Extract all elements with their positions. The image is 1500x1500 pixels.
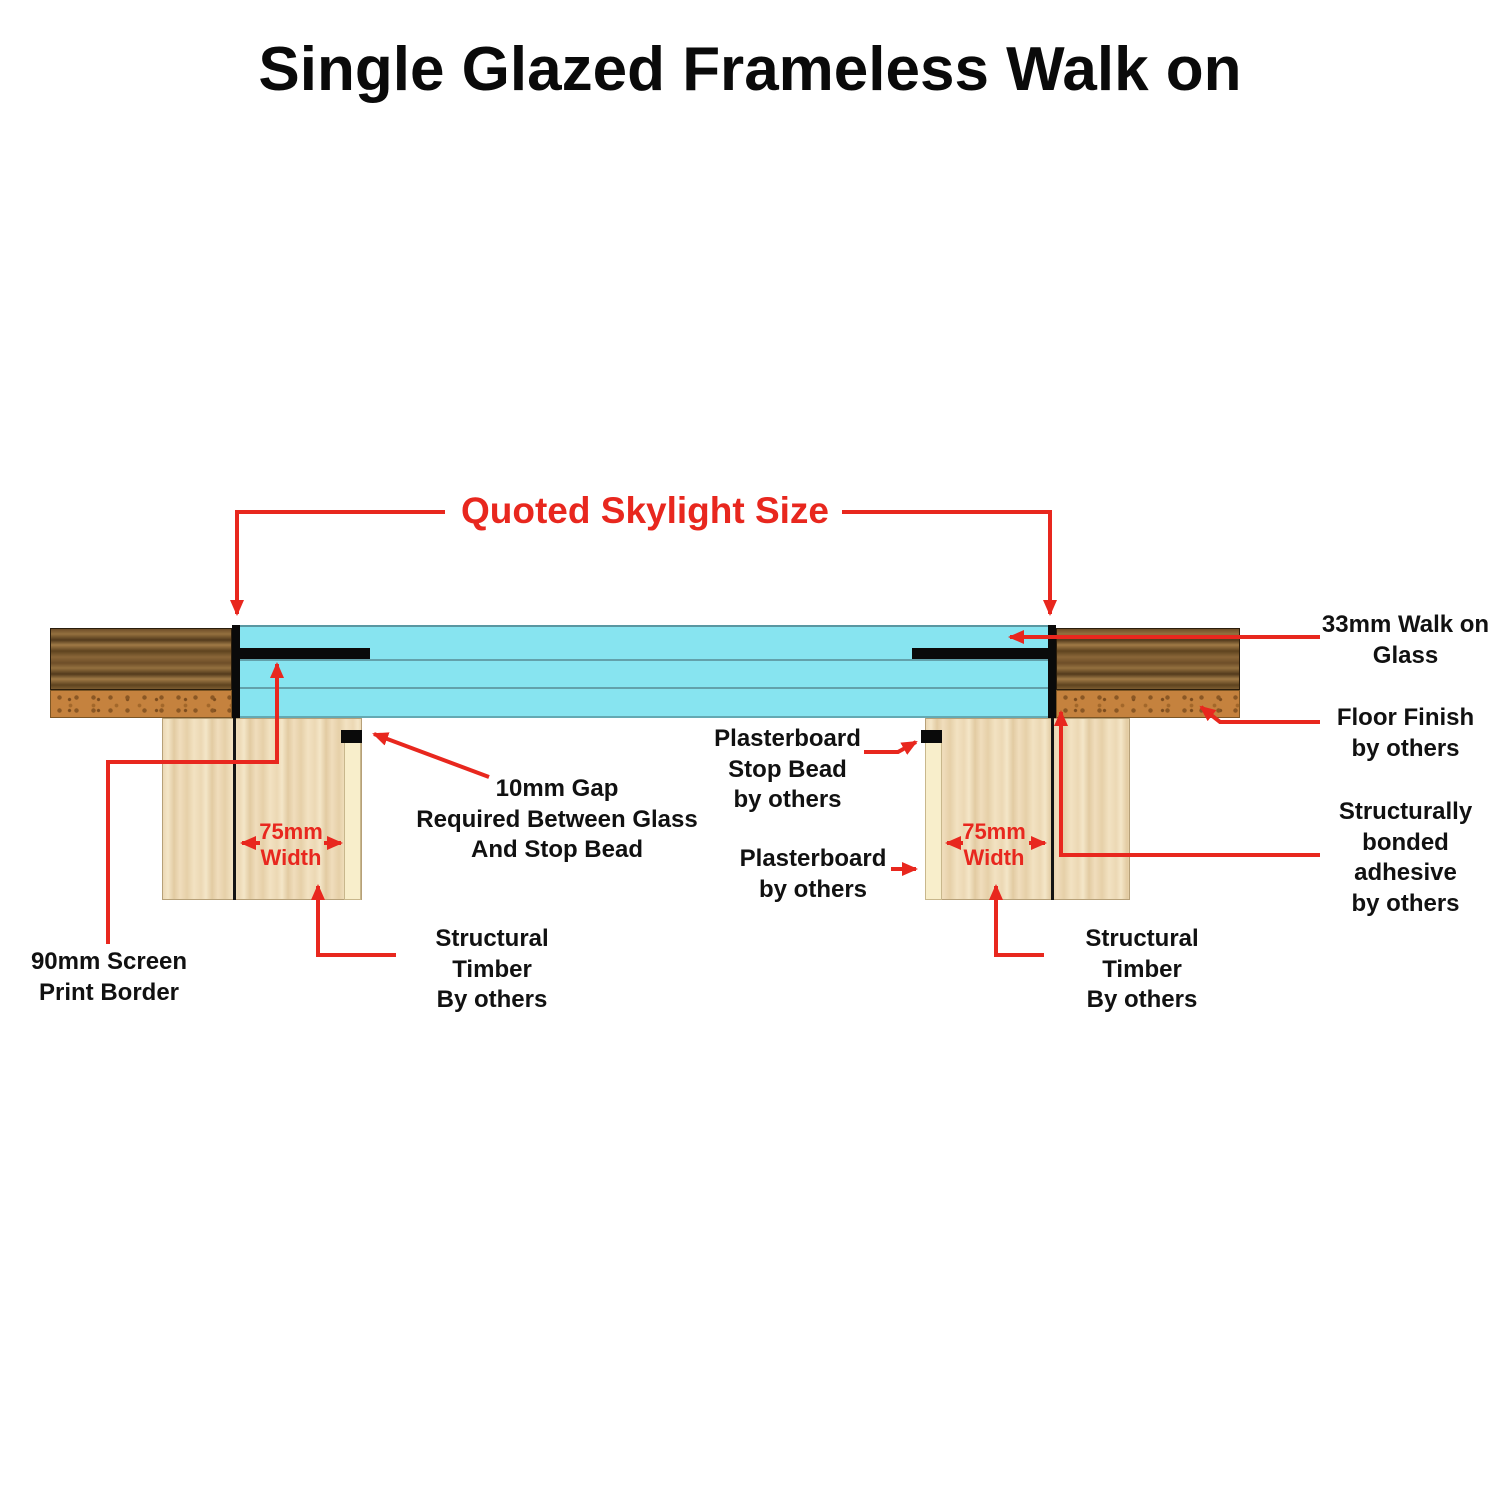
label-line: adhesive <box>1354 859 1457 887</box>
stop-bead-right <box>921 730 942 743</box>
label-line: Plasterboard <box>714 725 861 752</box>
label-line: Structural Timber <box>435 925 549 983</box>
label-line: 33mm Walk on <box>1321 611 1490 638</box>
glass-lamination-line <box>232 687 1056 689</box>
label-line: by others <box>758 875 868 903</box>
label-line: Structural Timber <box>1085 925 1199 983</box>
label-quoted-skylight-size: Quoted Skylight Size <box>461 490 829 531</box>
floor-finish-left <box>50 628 232 690</box>
label-line: By others <box>1086 986 1198 1014</box>
label-line: by others <box>1351 890 1460 918</box>
label-line: 75mm <box>259 819 323 844</box>
label-line: 10mm Gap <box>495 775 619 802</box>
label-line: Width <box>963 845 1025 871</box>
label-line: Width <box>260 845 322 871</box>
label-plasterboard: Plasterboard by others <box>733 844 893 905</box>
structural-timber-right <box>925 718 1130 900</box>
label-timber-right: Structural Timber By others <box>1046 924 1238 1016</box>
page-title: Single Glazed Frameless Walk on <box>258 35 1242 104</box>
glass-edge-line-right <box>1051 718 1054 900</box>
structural-timber-left <box>162 718 362 900</box>
leader-stop-bead <box>864 740 918 755</box>
label-line: And Stop Bead <box>471 836 643 864</box>
screen-print-band-right <box>912 648 1048 659</box>
label-walk-on-glass: 33mm Walk on Glass <box>1318 610 1493 671</box>
floor-underlay-right <box>1056 690 1240 718</box>
label-line: By others <box>436 986 548 1014</box>
label-line: Glass <box>1372 641 1439 669</box>
floor-underlay-left <box>50 690 232 718</box>
label-width-right: 75mm Width <box>949 819 1039 872</box>
screen-print-band-left <box>234 648 370 659</box>
label-line: Stop Bead <box>728 755 847 783</box>
stop-bead-left <box>341 730 362 743</box>
label-screen-print-border: 90mm Screen Print Border <box>18 947 200 1008</box>
label-line: Structurally <box>1338 798 1473 825</box>
label-floor-finish: Floor Finish by others <box>1318 703 1493 764</box>
label-stop-bead: Plasterboard Stop Bead by others <box>710 724 865 816</box>
label-line: Plasterboard <box>739 845 887 872</box>
label-line: Print Border <box>38 978 179 1006</box>
label-line: by others <box>1351 734 1460 762</box>
floor-finish-right <box>1056 628 1240 690</box>
label-line: 90mm Screen <box>30 948 188 975</box>
glass-lamination-line <box>232 659 1056 661</box>
leader-gap <box>372 732 490 779</box>
glass-edge-line-left <box>233 718 236 900</box>
label-width-left: 75mm Width <box>246 819 336 872</box>
label-line: Floor Finish <box>1336 704 1475 731</box>
label-gap: 10mm Gap Required Between Glass And Stop… <box>412 774 702 866</box>
glass-edge-left <box>232 625 240 718</box>
label-line: bonded <box>1362 828 1449 856</box>
label-timber-left: Structural Timber By others <box>398 924 586 1016</box>
plasterboard-left <box>344 730 361 900</box>
label-bonded-adhesive: Structurally bonded adhesive by others <box>1318 797 1493 920</box>
plasterboard-right <box>925 730 942 900</box>
glass-edge-right <box>1048 625 1056 718</box>
label-line: by others <box>733 786 842 814</box>
label-line: 75mm <box>962 819 1026 844</box>
label-line: Required Between Glass <box>416 805 698 833</box>
glass-panel <box>232 625 1056 718</box>
